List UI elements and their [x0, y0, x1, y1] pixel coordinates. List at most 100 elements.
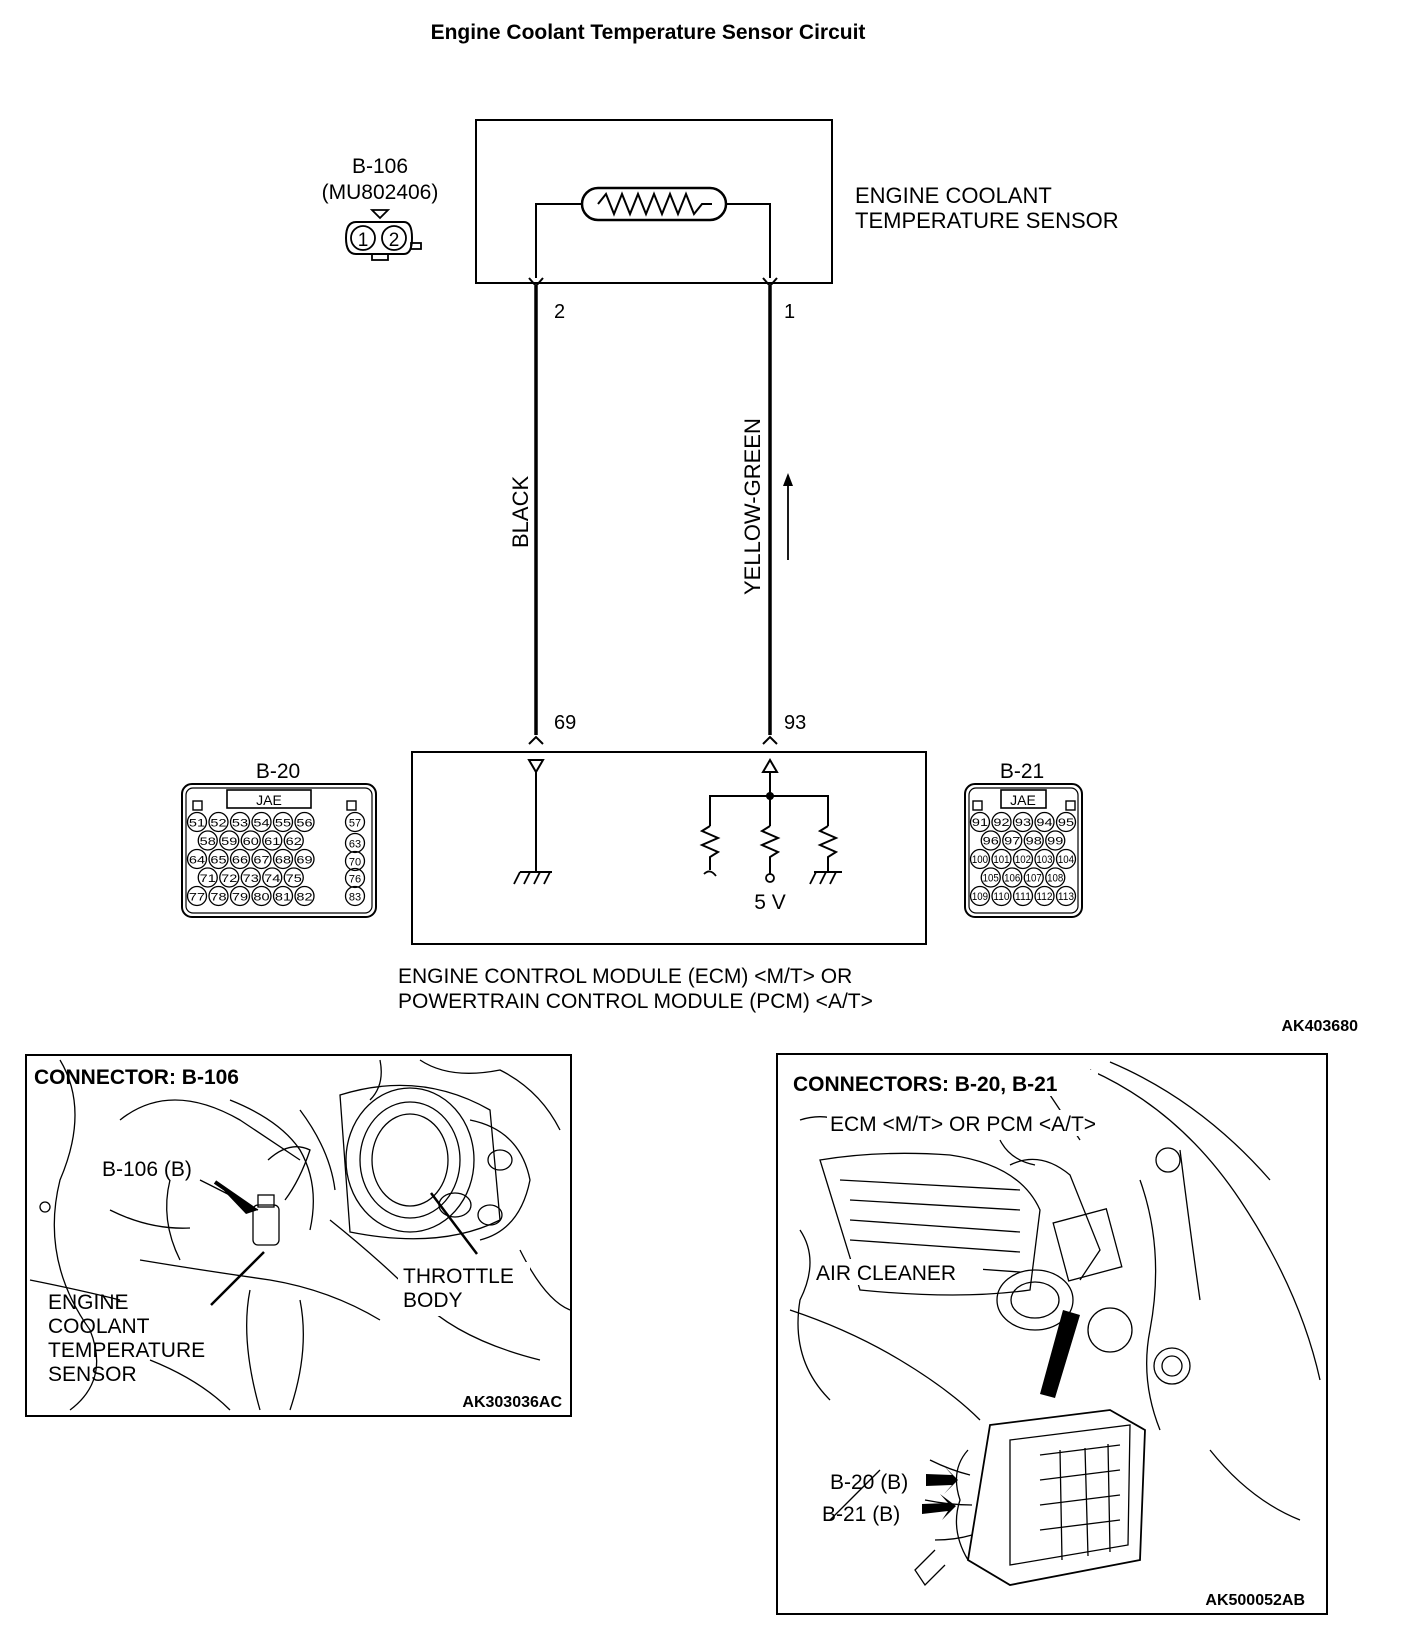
- connector-pin-label: 109: [972, 891, 988, 903]
- connector-pin-label: 83: [349, 891, 361, 903]
- connector-pin-label: 100: [972, 854, 988, 866]
- b21-connector-face: [964, 783, 1083, 918]
- connector-pin: [1023, 830, 1044, 851]
- connector-pin-label: 82: [296, 891, 312, 903]
- connector-pin: [251, 848, 272, 870]
- connector-pin-label: 105: [983, 872, 999, 884]
- connector-pin: [272, 811, 294, 833]
- connector-pin: [344, 811, 366, 833]
- connector-pin: [186, 811, 208, 833]
- connector-pin-label: 96: [983, 835, 999, 847]
- photo-left-panel: [25, 1054, 572, 1417]
- connector-pin-label: 52: [210, 817, 226, 829]
- connector-pin: [294, 811, 315, 833]
- connector-pin-label: 53: [232, 817, 248, 829]
- connector-pin: [208, 848, 229, 870]
- connector-pin-label: 110: [993, 891, 1009, 903]
- connector-pin: [1034, 848, 1055, 870]
- connector-pin-label: 66: [232, 854, 248, 866]
- ecm-label-line2: POWERTRAIN CONTROL MODULE (PCM) <A/T>: [398, 990, 873, 1013]
- current-direction-arrow: [783, 473, 793, 560]
- sensor-pin-right: 1: [784, 301, 795, 323]
- connector-pin-label: 97: [1004, 835, 1020, 847]
- sensor-box: [475, 119, 833, 284]
- connector-pin: [219, 830, 240, 851]
- connector-pin-label: 51: [189, 817, 205, 829]
- b106-pin-2: 2: [389, 230, 400, 251]
- connector-pin-label: 64: [189, 854, 205, 866]
- photo-right-heading: CONNECTORS: B-20, B-21: [793, 1073, 1058, 1096]
- sensor-pin-left: 2: [554, 301, 565, 323]
- connector-pin: [251, 811, 272, 833]
- connector-pin: [1055, 811, 1077, 833]
- connector-pin-label: 95: [1058, 817, 1074, 829]
- sensor-label-line2: TEMPERATURE SENSOR: [855, 208, 1119, 233]
- connector-pin-label: 74: [264, 873, 280, 885]
- connector-pin: [1012, 811, 1034, 833]
- connector-pin-label: 54: [253, 817, 269, 829]
- callout-sensor-line3: TEMPERATURE: [48, 1339, 205, 1362]
- connector-pin-label: 112: [1036, 891, 1052, 903]
- connector-pin-label: 56: [296, 817, 312, 829]
- thermistor-symbol: [580, 186, 728, 222]
- connector-pin-label: 113: [1058, 891, 1074, 903]
- connector-pin: [969, 811, 991, 833]
- connector-pin: [197, 867, 218, 888]
- connector-pin: [272, 885, 294, 907]
- connector-pin: [344, 885, 366, 907]
- connector-pin-label: 55: [275, 817, 291, 829]
- connector-pin: [991, 885, 1012, 907]
- photo-left-code: AK303036AC: [462, 1394, 562, 1411]
- callout-b20: B-20 (B): [830, 1471, 908, 1494]
- connector-pin: [980, 867, 1001, 888]
- connector-pin: [208, 885, 229, 907]
- connector-pin-label: 58: [200, 836, 216, 848]
- b106-pin-1: 1: [358, 230, 369, 251]
- connector-pin-label: 68: [275, 854, 291, 866]
- connector-pin-label: 70: [349, 856, 361, 868]
- callout-sensor-line1: ENGINE: [48, 1291, 129, 1314]
- connector-pin: [1002, 867, 1023, 888]
- connector-pin-label: 79: [232, 891, 248, 903]
- connector-pin-label: 60: [243, 836, 259, 848]
- connector-pin: [186, 848, 208, 870]
- connector-pin: [1012, 848, 1034, 870]
- ecm-pin-right: 93: [784, 712, 806, 734]
- connector-pin-label: 73: [243, 873, 259, 885]
- callout-sensor-line4: SENSOR: [48, 1363, 137, 1386]
- connector-pin-label: 102: [1015, 854, 1031, 866]
- connector-pin: [294, 848, 315, 870]
- resistor-network: [699, 825, 842, 885]
- connector-pin-label: 107: [1026, 872, 1042, 884]
- connector-pin-label: 62: [286, 836, 302, 848]
- connector-pin-label: 81: [275, 891, 291, 903]
- connector-pin-label: 91: [972, 817, 988, 829]
- connector-pin-label: 77: [189, 891, 205, 903]
- callout-b106: B-106 (B): [102, 1158, 192, 1181]
- connector-pin: [262, 867, 283, 888]
- connector-pin: [1055, 885, 1077, 907]
- diagram-code: AK403680: [1282, 1018, 1359, 1035]
- connector-pin: [969, 848, 991, 870]
- connector-pin-label: 92: [993, 817, 1009, 829]
- connector-pin: [262, 830, 283, 851]
- ecm-label-line1: ENGINE CONTROL MODULE (ECM) <M/T> OR: [398, 965, 852, 988]
- connector-pin: [229, 811, 251, 833]
- connector-pin: [991, 811, 1012, 833]
- b21-brand: JAE: [1010, 792, 1036, 808]
- connector-pin: [1012, 885, 1034, 907]
- connector-pin: [283, 830, 304, 851]
- connector-pin: [1045, 867, 1066, 888]
- connector-pin: [294, 885, 315, 907]
- connector-pin-label: 76: [349, 873, 361, 885]
- connector-pin: [240, 867, 261, 888]
- connector-pin: [1023, 867, 1044, 888]
- connector-pin-label: 78: [210, 891, 226, 903]
- wire-label-black: BLACK: [508, 476, 533, 548]
- connector-pin: [344, 850, 366, 872]
- connector-pin: [1045, 830, 1066, 851]
- connector-pin: [197, 830, 218, 851]
- b20-brand: JAE: [256, 792, 282, 808]
- connector-pin: [1034, 811, 1055, 833]
- connector-pin: [344, 832, 366, 854]
